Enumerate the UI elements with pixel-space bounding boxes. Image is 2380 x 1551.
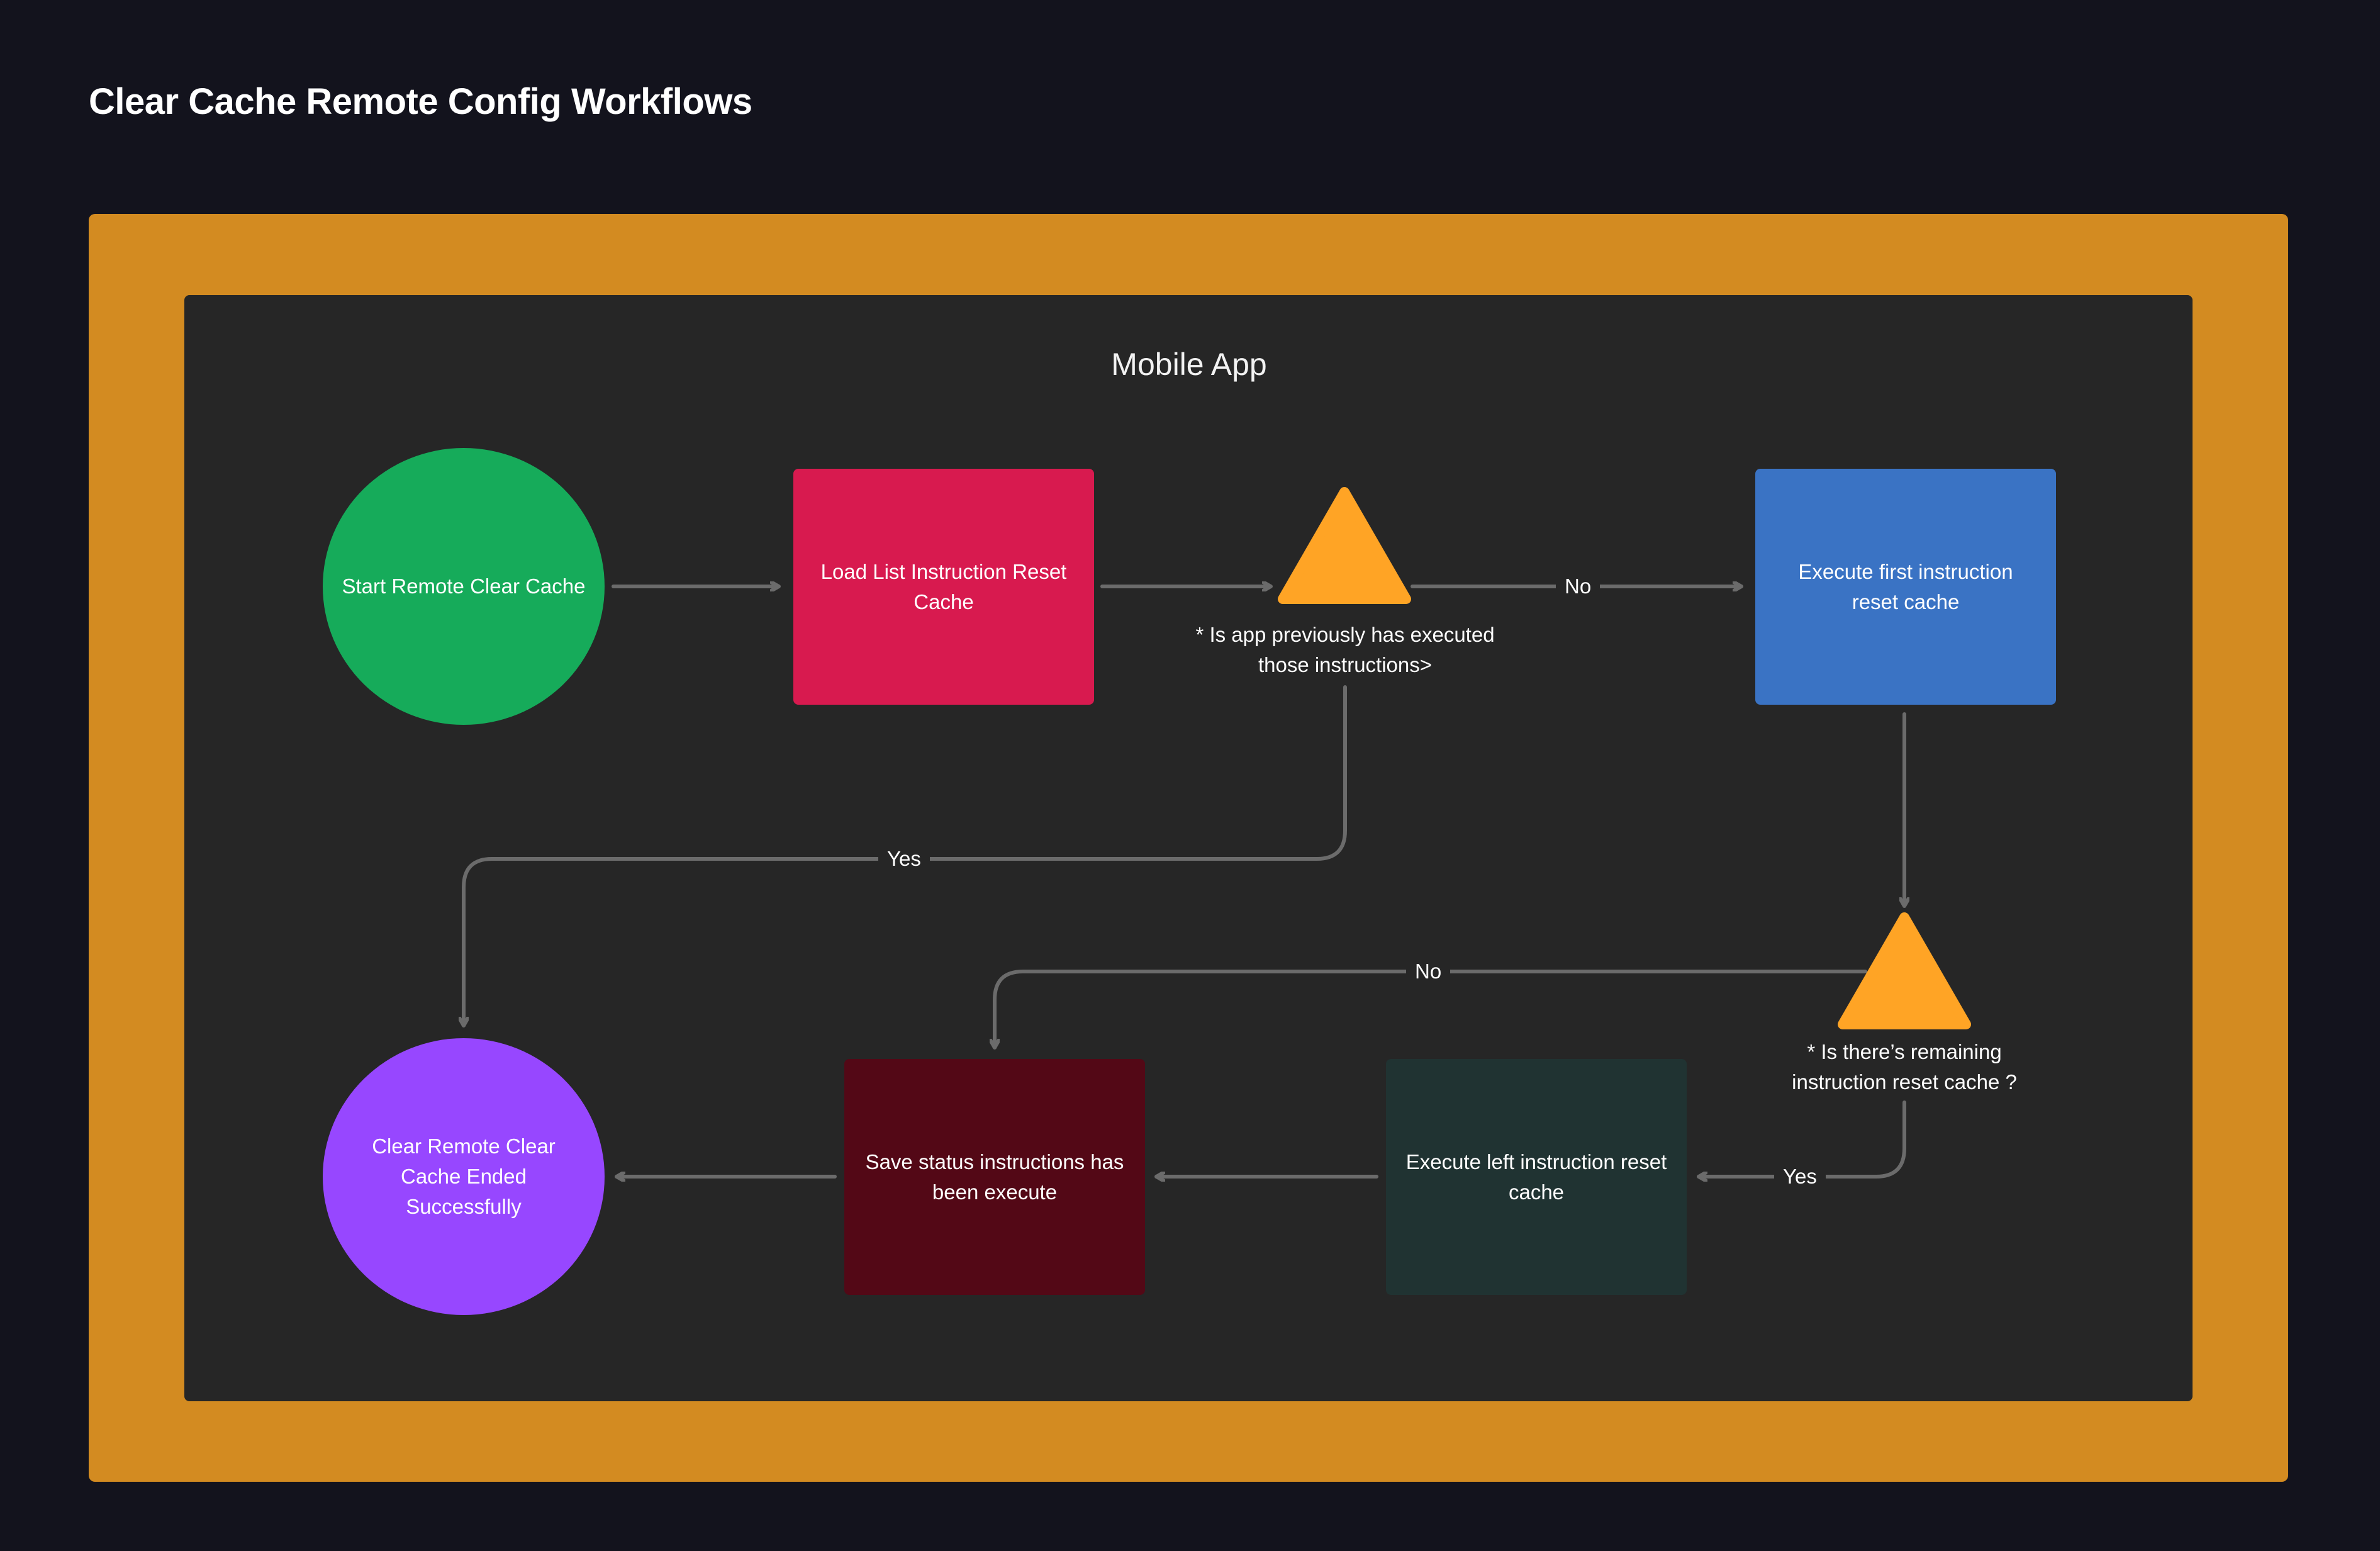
- end-node-label: Clear Remote Clear Cache Ended Successfu…: [372, 1134, 556, 1218]
- decision1-triangle-shape: [1278, 487, 1411, 604]
- save-status-node: Save status instructions has been execut…: [844, 1059, 1145, 1295]
- start-node-label: Start Remote Clear Cache: [342, 574, 586, 598]
- edge-label-yes-1: Yes: [878, 846, 930, 871]
- container-title: Mobile App: [1111, 347, 1267, 382]
- execute-left-node: Execute left instruction reset cache: [1386, 1059, 1687, 1295]
- decision1-label: * Is app previously has executed those i…: [1195, 623, 1495, 676]
- page-title: Clear Cache Remote Config Workflows: [89, 81, 752, 122]
- edge-label-no-2: No: [1406, 959, 1451, 984]
- edge-label-yes-2: Yes: [1774, 1164, 1826, 1189]
- save-status-label: Save status instructions has been execut…: [865, 1150, 1124, 1204]
- decision2-label: * Is there’s remaining instruction reset…: [1792, 1040, 2017, 1094]
- execute-left-label: Execute left instruction reset cache: [1405, 1150, 1667, 1204]
- load-instructions-node: Load List Instruction Reset Cache: [793, 469, 1094, 705]
- edge-decision2-to-execute-left: [1697, 1100, 1906, 1177]
- execute-first-node: Execute first instruction reset cache: [1755, 469, 2056, 705]
- execute-first-label: Execute first instruction reset cache: [1798, 559, 2013, 613]
- load-instructions-label: Load List Instruction Reset Cache: [820, 559, 1067, 613]
- start-node: Start Remote Clear Cache: [323, 448, 605, 725]
- edge-label-no-1: No: [1556, 574, 1601, 599]
- end-node: Clear Remote Clear Cache Ended Successfu…: [323, 1038, 605, 1315]
- decision2-triangle-shape: [1838, 912, 1971, 1029]
- edge-decision2-to-save: [995, 970, 1867, 1050]
